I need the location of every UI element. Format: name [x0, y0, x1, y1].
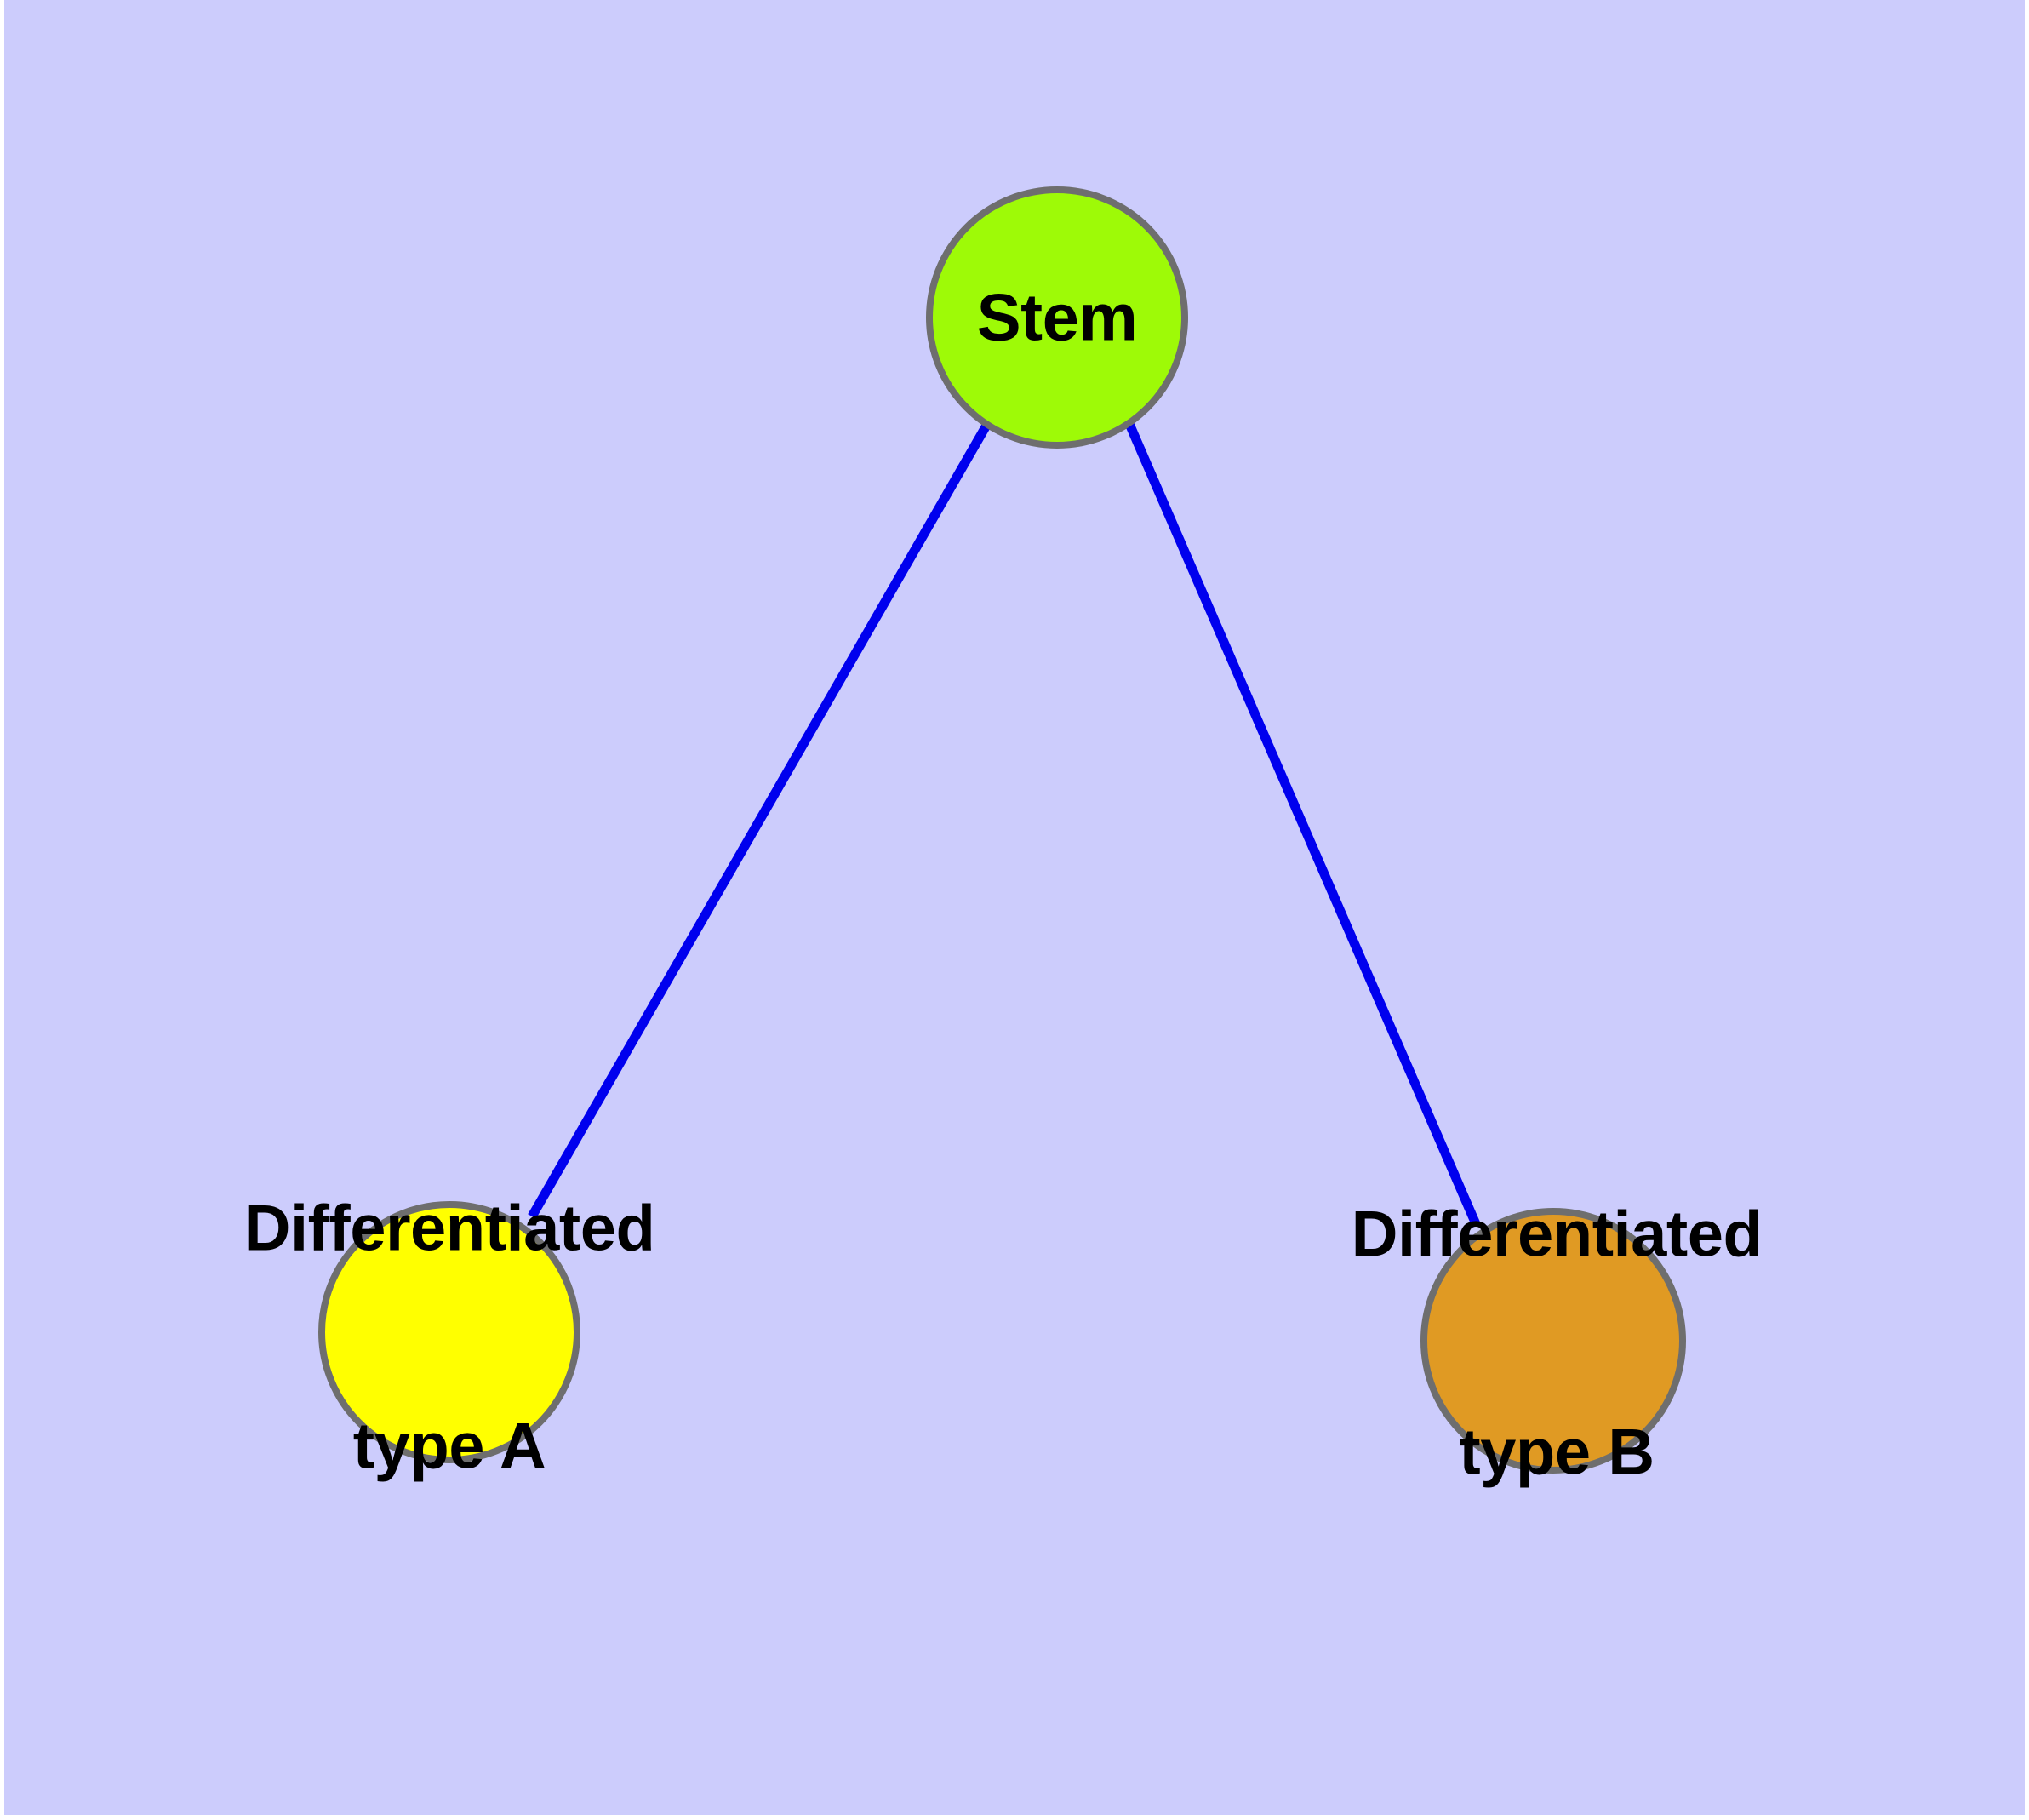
node-layer: [318, 186, 1686, 1474]
edge-stem-to-differentiated-type-b[interactable]: [1124, 421, 1482, 1228]
node-differentiated-type-a[interactable]: [318, 1201, 580, 1463]
graph-svg: [318, 186, 1686, 1474]
edge-layer: [528, 421, 1482, 1228]
node-stem[interactable]: [926, 186, 1188, 449]
graph-plot-area: Stem Differentiated type A Differentiate…: [4, 0, 2025, 1815]
node-differentiated-type-b[interactable]: [1420, 1208, 1686, 1474]
edge-stem-to-differentiated-type-a[interactable]: [528, 421, 992, 1219]
